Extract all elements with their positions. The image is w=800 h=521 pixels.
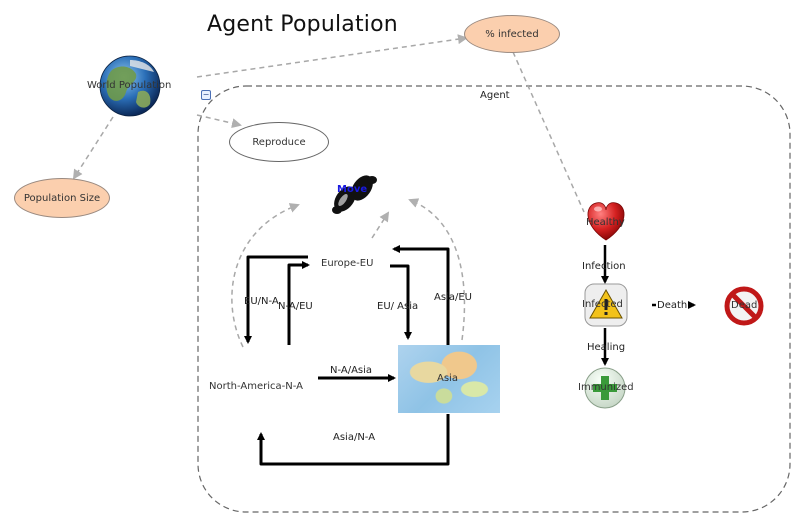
transition-infection: Infection — [582, 261, 626, 272]
health-arrows — [601, 245, 696, 366]
europe-state[interactable]: Europe-EU — [321, 258, 374, 269]
world-population-label: World Population — [87, 80, 172, 91]
green-plus-icon — [584, 367, 626, 409]
transition-asia-na: Asia/N-A — [333, 432, 376, 443]
north-america-state[interactable]: North-America-N-A — [209, 381, 303, 392]
asia-state: Asia — [437, 373, 458, 384]
prohibited-icon — [724, 286, 764, 326]
transition-eu-asia: EU/ Asia — [377, 301, 419, 312]
infected-state[interactable]: Infected — [582, 299, 623, 310]
transition-asia-eu: Asia/EU — [434, 292, 472, 303]
world-to-population-size — [72, 116, 114, 180]
heart-icon — [587, 202, 625, 241]
immunized-state[interactable]: Immunized — [578, 382, 634, 393]
transition-death: Death — [657, 300, 688, 311]
diagram-title: Agent Population — [207, 12, 398, 37]
world-to-reproduce — [196, 114, 242, 129]
transition-na-asia: N-A/Asia — [330, 365, 373, 376]
reproduce-node[interactable]: Reproduce — [229, 122, 329, 162]
world-to-percent-infected — [196, 34, 468, 78]
dead-state[interactable]: Dead — [731, 300, 758, 311]
population-size-node[interactable]: Population Size — [14, 178, 110, 218]
asia-to-move — [408, 198, 466, 341]
agent-group-label: Agent — [480, 90, 510, 101]
warning-icon — [584, 283, 628, 327]
globe-icon — [99, 55, 161, 117]
movement-arrows — [244, 245, 450, 466]
arrow-asia-to-eu — [392, 245, 450, 345]
asia-map-image[interactable] — [398, 345, 500, 413]
na-to-move — [231, 203, 300, 348]
transition-na-eu: N-A/EU — [278, 301, 313, 312]
percent-infected-to-healthy — [512, 51, 585, 213]
healthy-state[interactable]: Healthy — [586, 217, 625, 228]
arrow-eu-to-na — [244, 255, 308, 344]
agent-group-boundary — [197, 85, 791, 513]
arrow-na-to-eu — [287, 261, 310, 345]
footprints-icon — [332, 175, 377, 214]
percent-infected-label: % infected — [485, 28, 539, 40]
transition-healing: Healing — [587, 342, 626, 353]
reproduce-label: Reproduce — [252, 136, 306, 148]
collapse-minus-icon[interactable]: − — [201, 90, 211, 100]
population-size-label: Population Size — [23, 192, 101, 204]
percent-infected-node[interactable]: % infected — [464, 15, 560, 53]
transition-eu-na: EU/N-A — [244, 296, 279, 307]
dashed-connectors — [72, 34, 585, 348]
move-label: Move — [337, 184, 368, 195]
europe-to-move — [371, 211, 390, 239]
arrow-asia-to-na — [257, 414, 450, 466]
arrow-eu-to-asia — [390, 264, 412, 340]
